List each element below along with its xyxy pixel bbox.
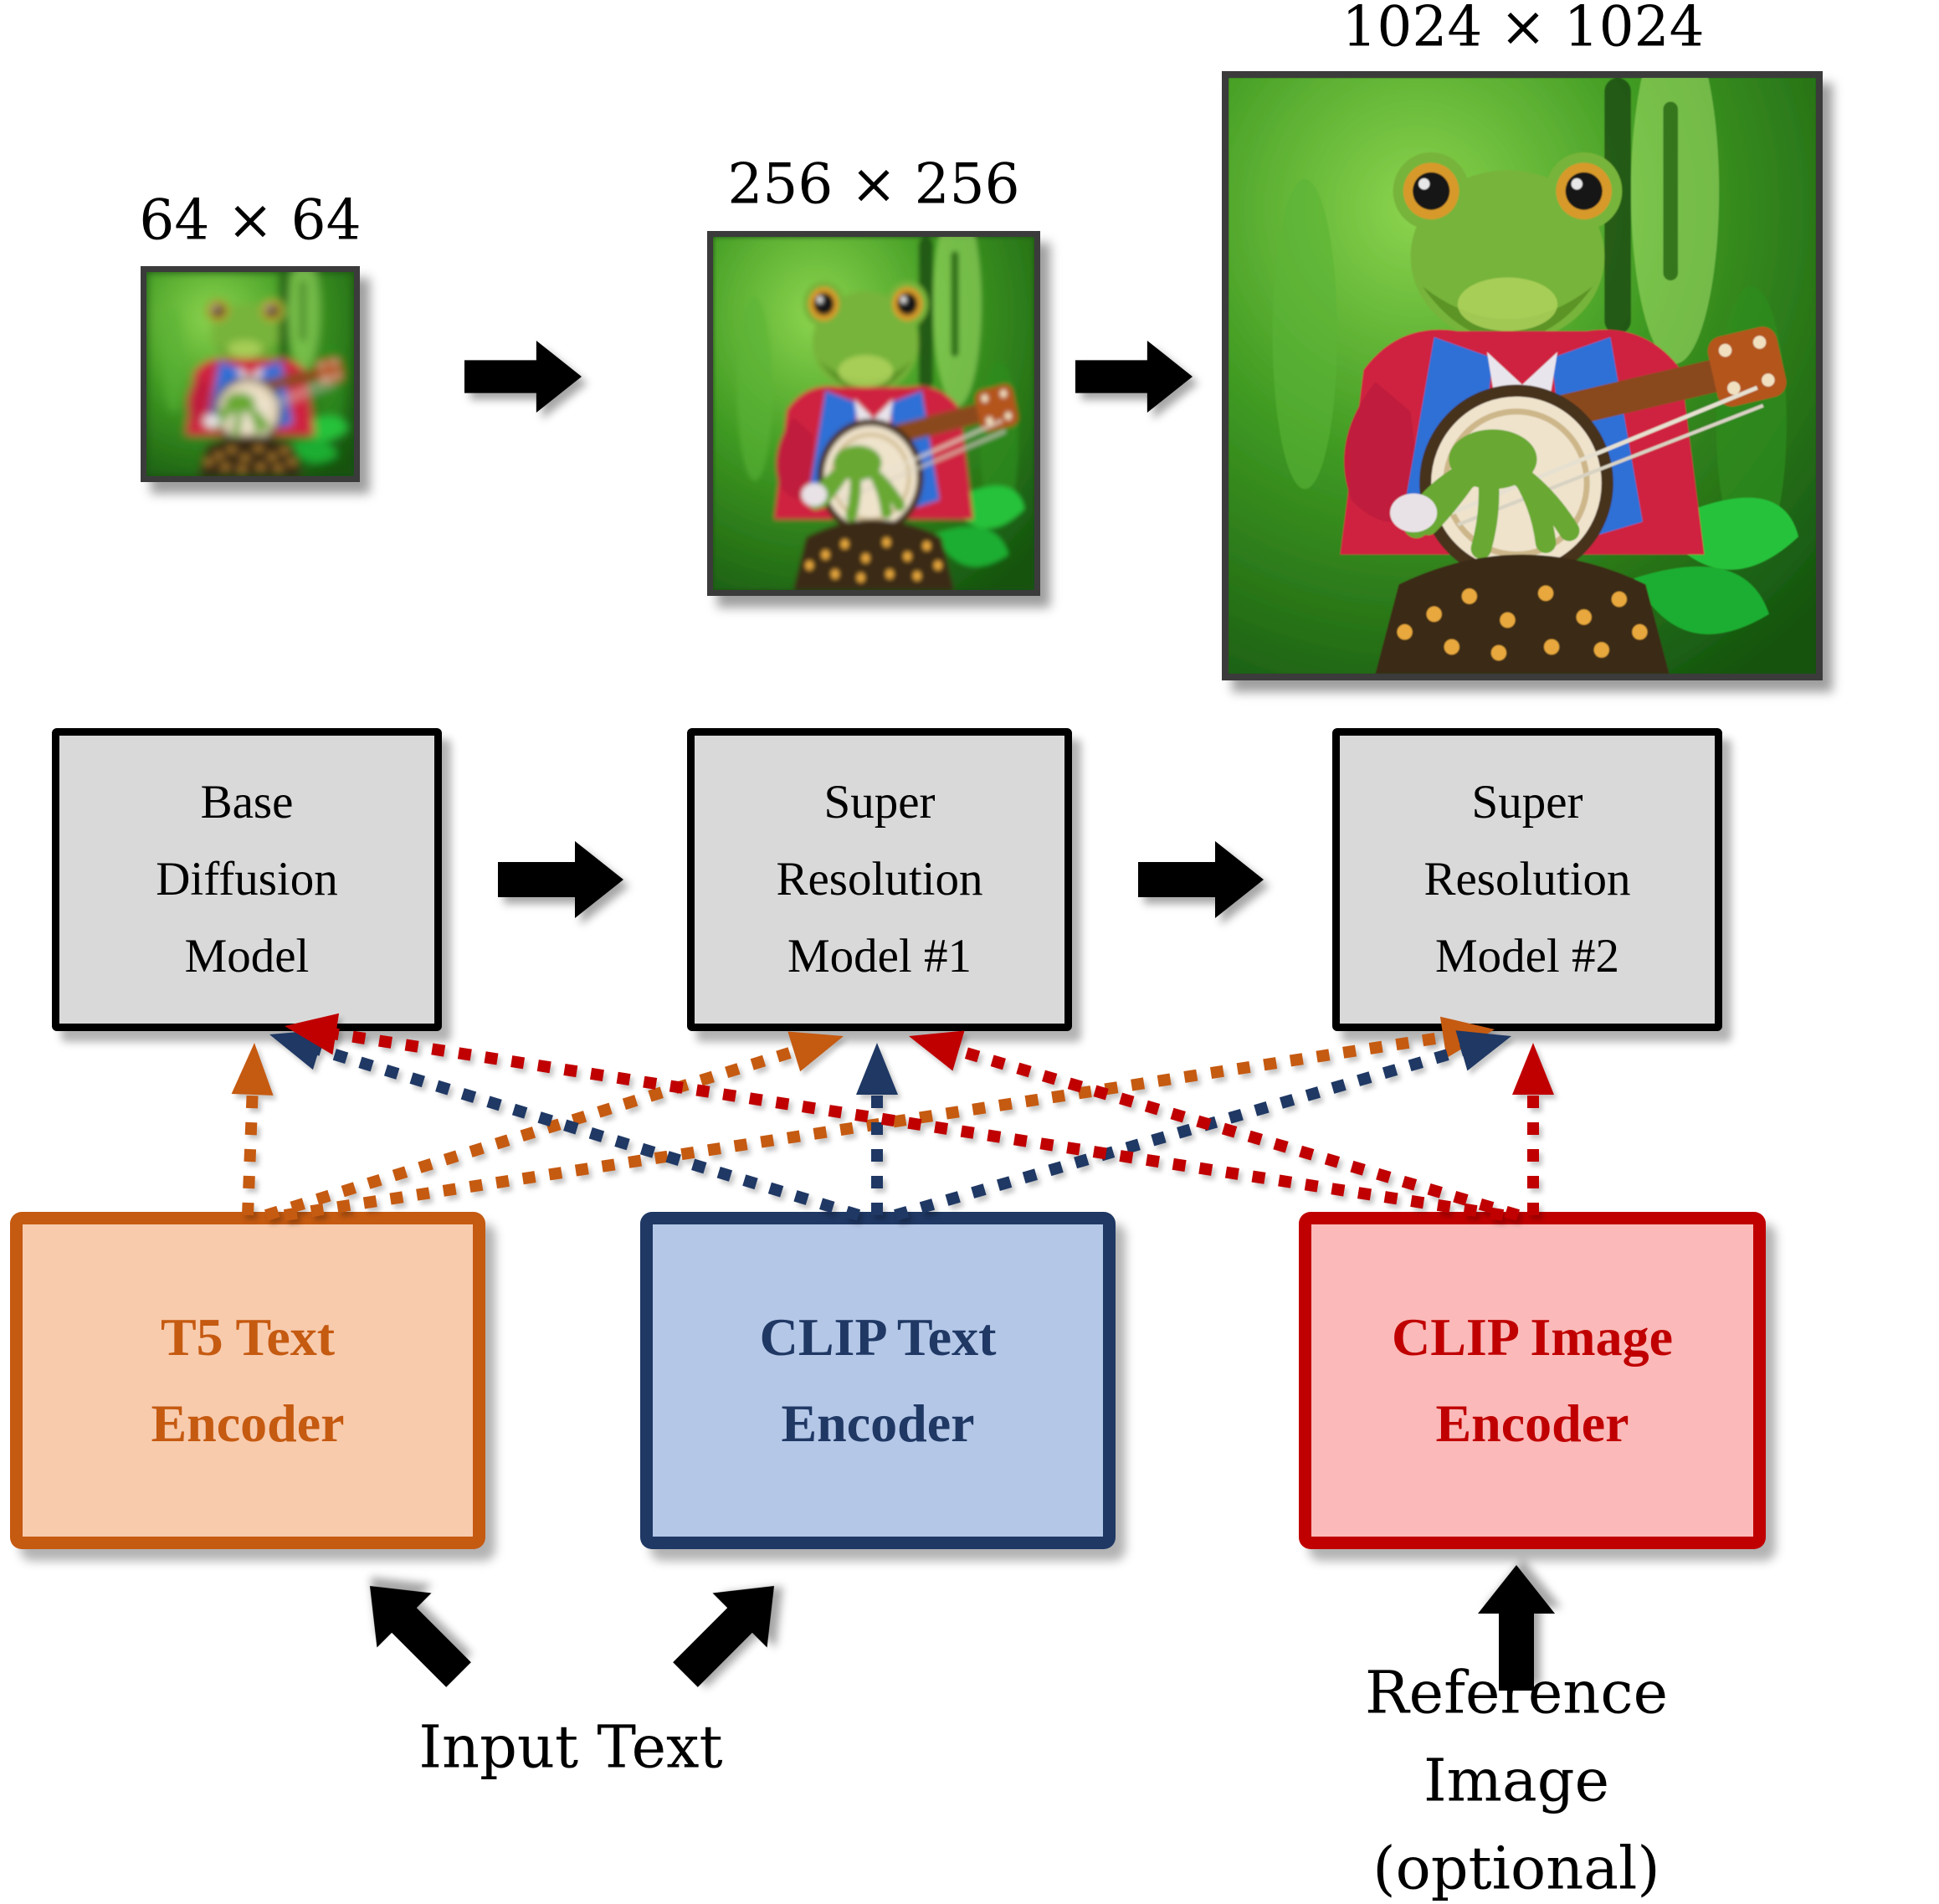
flow-arrow-icon — [498, 841, 623, 918]
conditioning-arrowhead-t5-to-sr1 — [787, 1031, 844, 1072]
conditioning-arrow-clip_text-to-sr2 — [894, 1042, 1473, 1221]
clip-image-encoder-box: CLIP Image Encoder — [1299, 1212, 1766, 1549]
flow-arrow-icon — [1075, 341, 1193, 413]
clip-text-encoder-box: CLIP Text Encoder — [640, 1212, 1116, 1549]
conditioning-arrow-clip_text-to-base — [307, 1040, 861, 1221]
reference-image-label: Reference Image (optional) — [1364, 1658, 1669, 1903]
conditioning-arrow-t5-to-sr1 — [264, 1043, 806, 1221]
sample-image-256 — [707, 231, 1040, 596]
stage-256-resolution-label: 256 × 256 — [727, 151, 1020, 217]
conditioning-arrowhead-clip_text-to-sr2 — [1455, 1030, 1511, 1071]
sample-image-1024 — [1222, 71, 1823, 680]
input-text-arrow-icon — [658, 1558, 801, 1701]
conditioning-arrow-t5-to-sr2 — [283, 1029, 1454, 1221]
clip-image-encoder-label: CLIP Image Encoder — [1392, 1307, 1673, 1453]
super-resolution-model-1-box: Super Resolution Model #1 — [687, 728, 1072, 1031]
t5-text-encoder-box: T5 Text Encoder — [10, 1212, 485, 1549]
conditioning-arrow-t5-to-base — [242, 1084, 259, 1216]
input-text-label: Input Text — [418, 1712, 723, 1782]
conditioning-arrowhead-t5-to-base — [231, 1043, 274, 1096]
sample-image-64 — [141, 266, 360, 482]
flow-arrow-icon — [1138, 841, 1264, 918]
conditioning-arrowhead-clip_image-to-sr2 — [1512, 1043, 1554, 1095]
base-diffusion-model-label: Base Diffusion Model — [156, 775, 338, 983]
super-resolution-model-1-label: Super Resolution Model #1 — [776, 775, 983, 983]
clip-text-encoder-label: CLIP Text Encoder — [759, 1307, 997, 1453]
t5-text-encoder-label: T5 Text Encoder — [151, 1307, 345, 1453]
reference-image-arrow-icon — [1478, 1565, 1555, 1691]
conditioning-arrow-clip_image-to-base — [325, 1026, 1505, 1221]
input-text-arrow-icon — [342, 1558, 485, 1701]
stage-64-resolution-label: 64 × 64 — [139, 187, 362, 253]
base-diffusion-model-box: Base Diffusion Model — [52, 728, 442, 1031]
conditioning-arrowhead-clip_text-to-base — [269, 1029, 326, 1070]
super-resolution-model-2-box: Super Resolution Model #2 — [1332, 728, 1722, 1031]
conditioning-arrow-clip_image-to-sr1 — [946, 1042, 1520, 1221]
stage-1024-resolution-label: 1024 × 1024 — [1341, 0, 1705, 59]
conditioning-arrowhead-clip_text-to-sr1 — [856, 1043, 898, 1095]
conditioning-arrowhead-clip_image-to-sr1 — [909, 1030, 965, 1071]
super-resolution-model-2-label: Super Resolution Model #2 — [1423, 775, 1631, 983]
flow-arrow-icon — [464, 341, 582, 413]
